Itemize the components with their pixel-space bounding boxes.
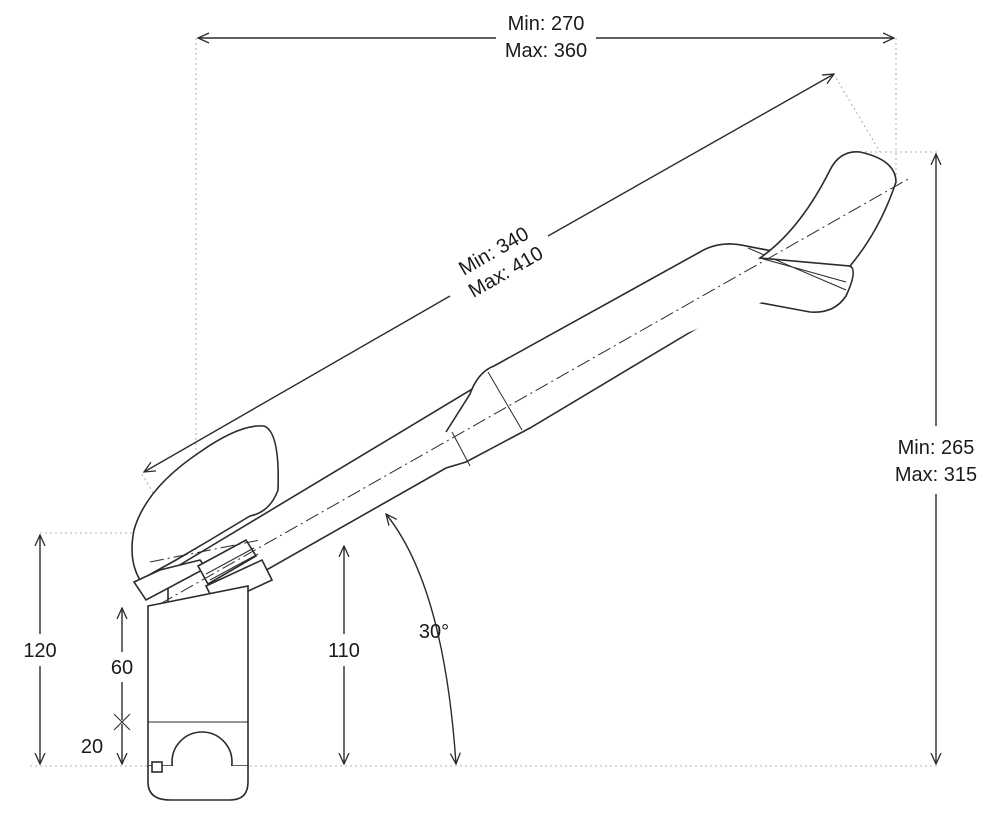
angle-label: 30° [419,621,449,643]
stack-20-label: 20 [81,736,103,758]
height-max-label: Max: 315 [895,464,977,486]
stack-120-label: 120 [23,640,56,662]
stack-110-label: 110 [328,640,360,662]
height-dimension: Min: 265 Max: 315 [895,154,977,764]
stem-body [131,151,911,801]
height-min-label: Min: 265 [898,437,975,459]
stack-60-20-dimension: 60 20 [81,608,133,764]
angle-dimension: 30° [386,514,456,764]
width-min-label: Min: 270 [508,13,585,35]
width-dimension: Min: 270 Max: 360 [198,13,894,62]
stack-60-label: 60 [111,657,133,679]
stack-110-dimension: 110 [328,546,360,764]
stack-120-dimension: 120 [23,535,57,764]
width-max-label: Max: 360 [505,40,587,62]
